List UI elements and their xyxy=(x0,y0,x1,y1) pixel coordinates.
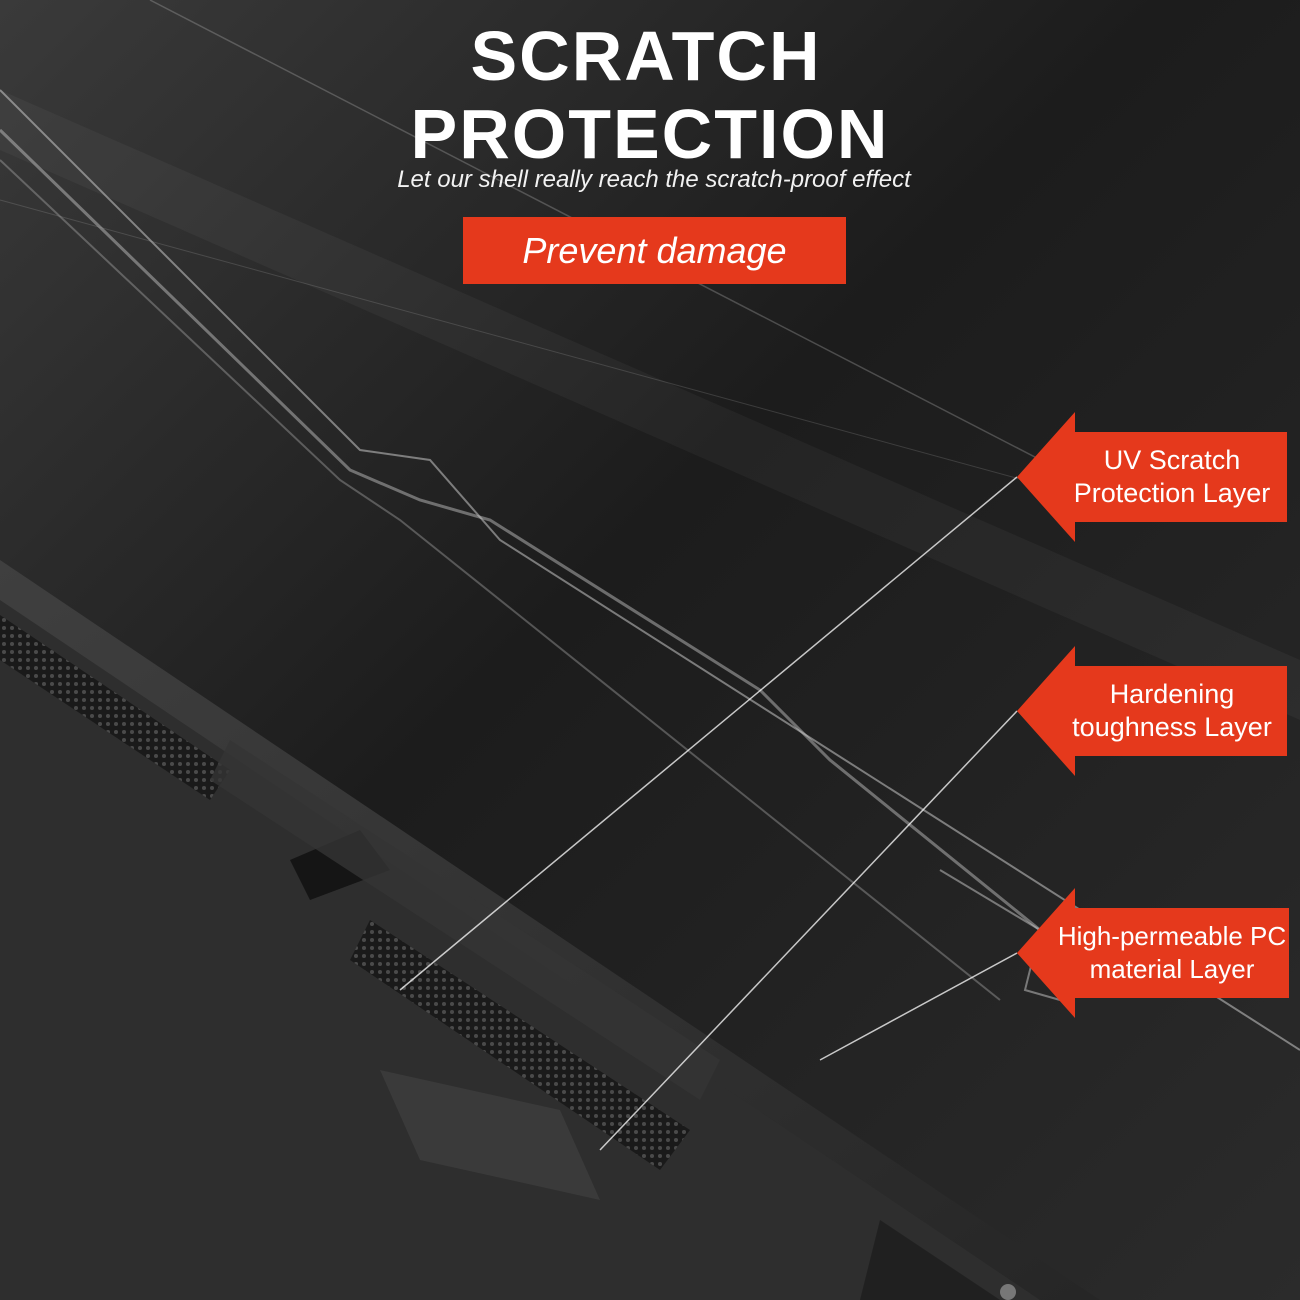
arrow-left-icon xyxy=(1017,646,1287,776)
arrow-left-icon xyxy=(1017,888,1289,1018)
badge-label: Prevent damage xyxy=(522,229,787,271)
callout-label: UV Scratch Protection Layer xyxy=(1073,445,1271,508)
leader-lines xyxy=(399,476,1018,1151)
console-back xyxy=(0,560,1100,1300)
callout-pc-layer: High-permeable PC material Layer xyxy=(1017,888,1289,1018)
transparent-shell xyxy=(0,0,1300,1051)
callout-label: High-permeable PC material Layer xyxy=(1057,921,1287,984)
arrow-left-icon xyxy=(1017,412,1287,542)
callout-uv-layer: UV Scratch Protection Layer xyxy=(1017,412,1289,542)
callout-label: Hardening toughness Layer xyxy=(1072,679,1272,742)
headline-line1: SCRATCH xyxy=(470,17,822,95)
prevent-damage-badge: Prevent damage xyxy=(463,217,846,284)
headline-line2: PROTECTION xyxy=(410,95,890,173)
callout-hardening-layer: Hardening toughness Layer xyxy=(1017,646,1289,776)
subtitle: Let our shell really reach the scratch-p… xyxy=(397,166,911,193)
